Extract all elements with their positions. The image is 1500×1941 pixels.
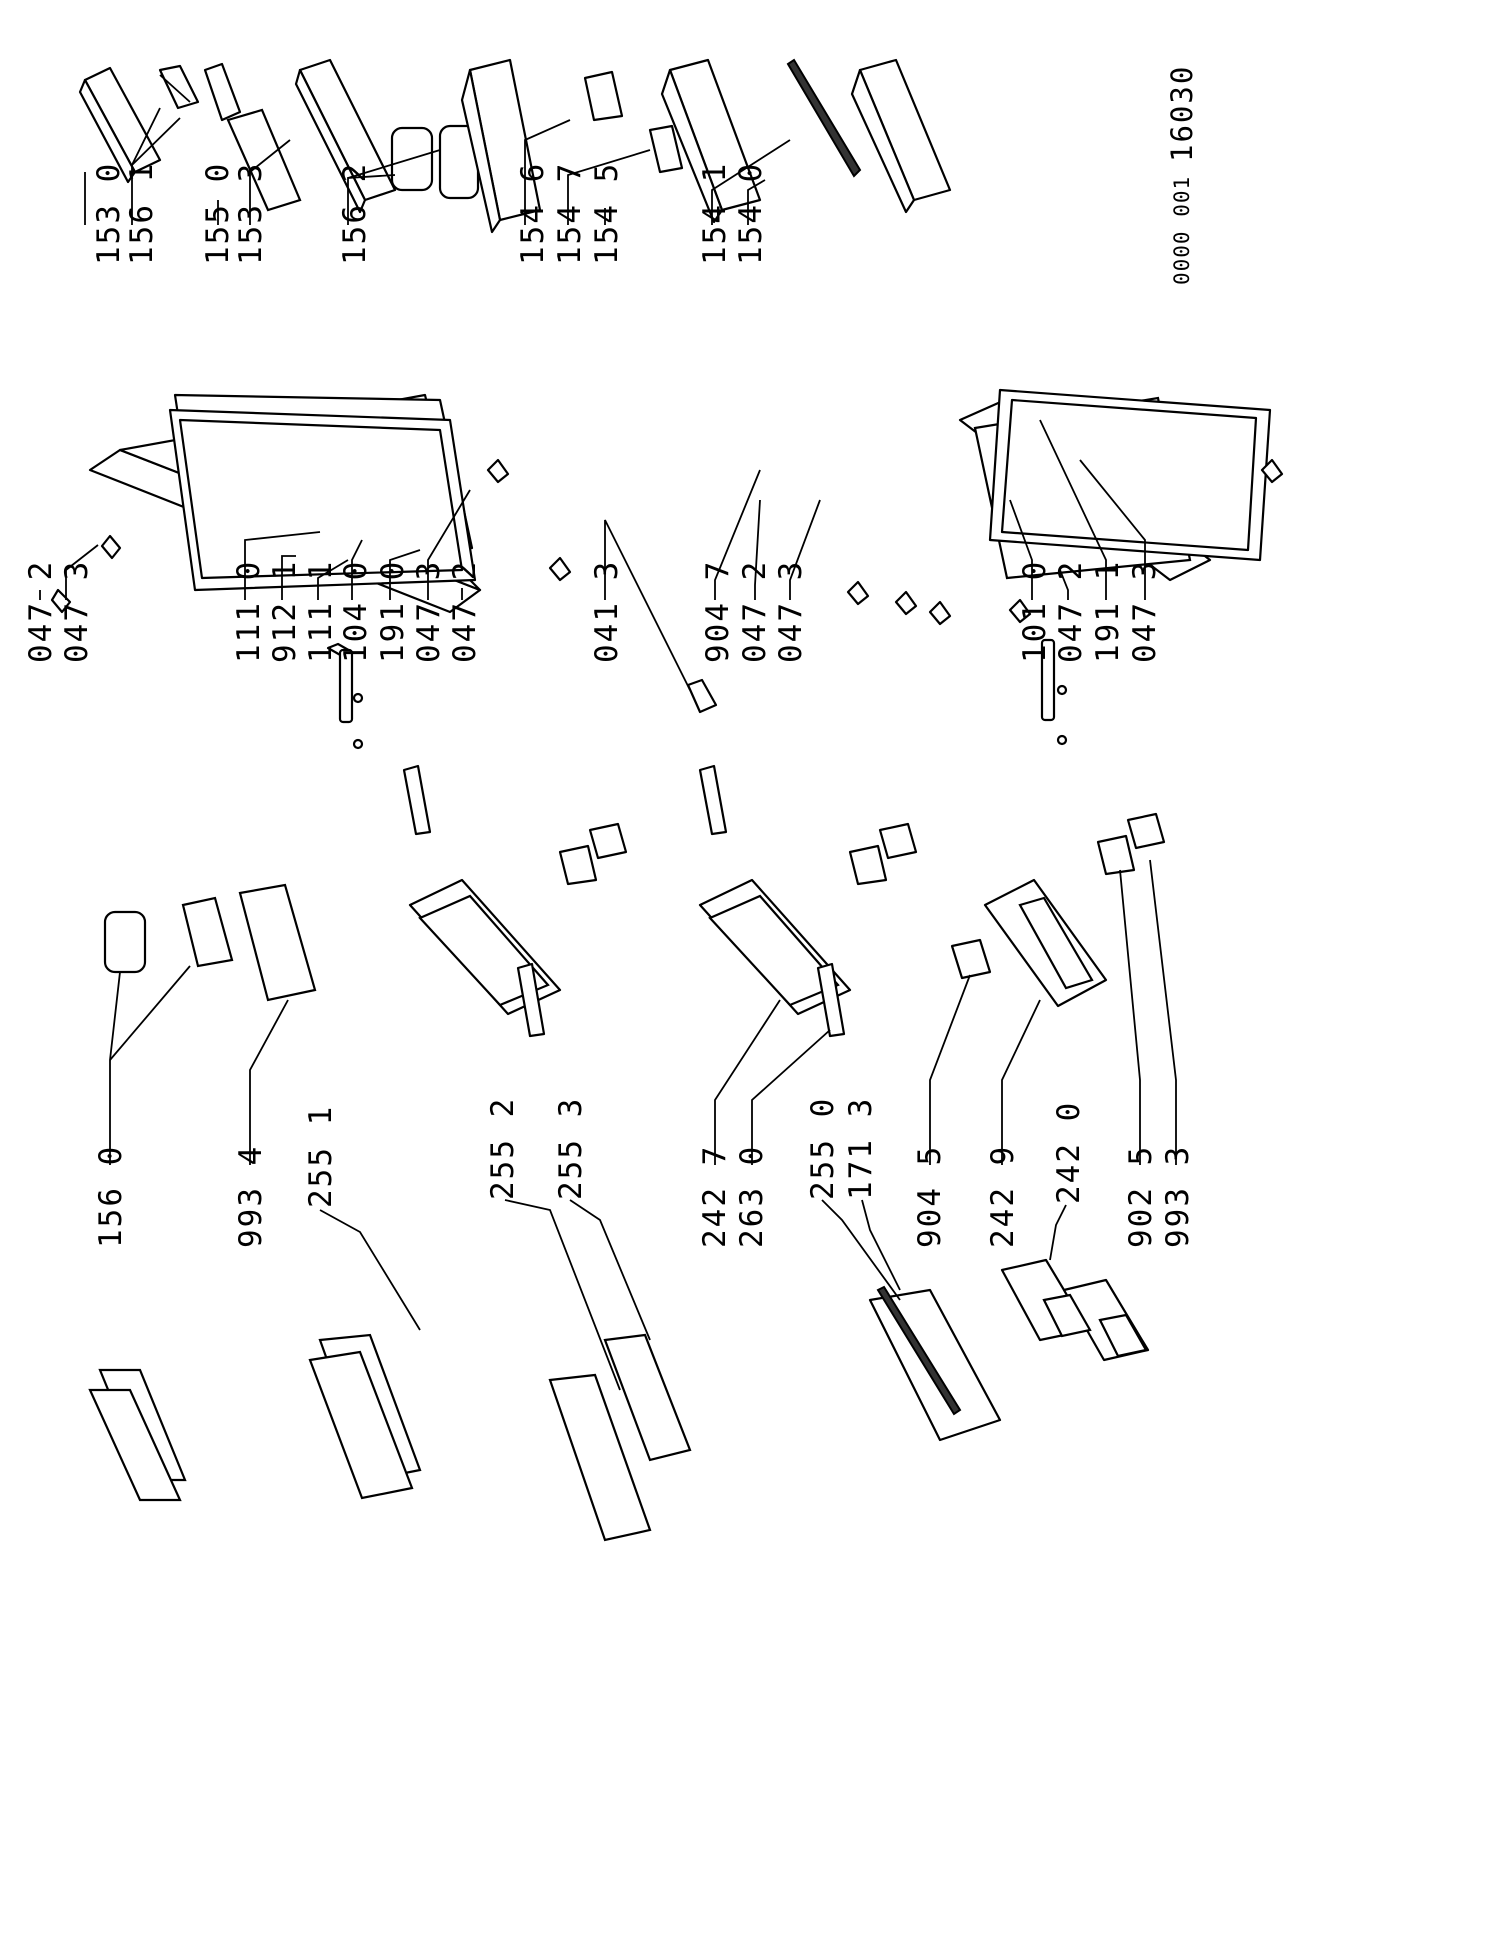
- callout-171-3: 171 3: [843, 1096, 879, 1200]
- handle-freezer: [1040, 638, 1068, 746]
- callout-242-9: 242 9: [985, 1144, 1021, 1248]
- glass-shelf-255-3: [603, 1333, 692, 1462]
- butter-box-156-2: [390, 124, 480, 200]
- small-parts-drawer: [558, 812, 1166, 980]
- callout-101-0: 101 0: [1017, 559, 1053, 663]
- hinge-047-parts-lower: [846, 458, 1284, 626]
- callout-153-0: 153 0: [91, 161, 127, 265]
- bin-lid-156-1a: [158, 64, 200, 110]
- callout-191-1: 191 1: [1090, 559, 1126, 663]
- hinge-047-parts-upper: [50, 458, 572, 614]
- callout-255-2: 255 2: [485, 1096, 521, 1200]
- callout-153-3: 153 3: [233, 161, 269, 265]
- ice-maker-993-4: [238, 883, 317, 1002]
- callout-154-1: 154 1: [697, 161, 733, 265]
- ice-tray-156-0: [103, 896, 234, 974]
- callout-047-2-c: 047 2: [737, 559, 773, 663]
- bin-lid-156-1b: [203, 62, 242, 122]
- freezer-drawer-242-9: [983, 878, 1108, 1008]
- glass-shelf-255-2: [548, 1373, 652, 1542]
- door-bin-153-3: [294, 58, 397, 214]
- callout-047-2-d: 047 2: [1053, 559, 1089, 663]
- freezer-basket-upper: [402, 764, 562, 1038]
- callout-155-0: 155 0: [200, 161, 236, 265]
- door-bin-154-x: [460, 58, 542, 234]
- callout-242-7: 242 7: [697, 1144, 733, 1248]
- callout-041-3: 041 3: [589, 559, 625, 663]
- crisper-drawers-242-0: [1000, 1258, 1150, 1362]
- freezer-gasket-191-1: [988, 388, 1272, 562]
- rail-154-1: [786, 58, 862, 178]
- callout-242-0: 242 0: [1051, 1100, 1087, 1204]
- glass-shelf-top: [88, 1368, 187, 1502]
- callout-111-0: 111 0: [231, 559, 267, 663]
- callout-912-1: 912 1: [267, 559, 303, 663]
- callout-047-3-d: 047 3: [1127, 559, 1163, 663]
- callout-156-1: 156 1: [124, 161, 160, 265]
- door-bin-154-5: [660, 58, 762, 224]
- callout-047-2-b: 047 2: [447, 559, 483, 663]
- glass-plate-255-0: [868, 1285, 1002, 1442]
- clip-154-7: [648, 124, 684, 174]
- callout-047-3-b: 047 3: [411, 559, 447, 663]
- freezer-basket-242-7: [698, 764, 852, 1038]
- door-gasket-191-0: [168, 408, 477, 592]
- callout-154-7: 154 7: [552, 161, 588, 265]
- figure-number: 16030: [1165, 64, 1199, 162]
- callout-902-5: 902 5: [1123, 1144, 1159, 1248]
- callout-154-0: 154 0: [733, 161, 769, 265]
- callout-255-3: 255 3: [553, 1096, 589, 1200]
- callout-154-6: 154 6: [515, 161, 551, 265]
- callout-993-4: 993 4: [233, 1144, 269, 1248]
- callout-154-5: 154 5: [589, 161, 625, 265]
- bottle-guard-154-6: [583, 70, 624, 122]
- hinge-041-3: [686, 678, 718, 714]
- callout-156-2: 156 2: [337, 161, 373, 265]
- callout-191-0: 191 0: [375, 559, 411, 663]
- callout-263-0: 263 0: [734, 1144, 770, 1248]
- callout-111-1: 111 1: [303, 559, 339, 663]
- callout-904-5: 904 5: [912, 1144, 948, 1248]
- callout-255-0: 255 0: [805, 1096, 841, 1200]
- callout-104-0: 104 0: [338, 559, 374, 663]
- callout-993-3: 993 3: [1160, 1144, 1196, 1248]
- callout-047-2-a: 047 2: [23, 559, 59, 663]
- callout-047-3-a: 047 3: [59, 559, 95, 663]
- leader-lines: [39, 107, 1177, 1391]
- handle-111-1: [326, 642, 364, 750]
- door-bin-154-0: [850, 58, 952, 214]
- callout-047-3-c: 047 3: [773, 559, 809, 663]
- glass-shelf-255-1: [308, 1333, 422, 1500]
- callout-904-7: 904 7: [700, 559, 736, 663]
- callout-255-1: 255 1: [303, 1104, 339, 1208]
- drawing-number: 0000 001: [1170, 175, 1194, 285]
- callout-156-0: 156 0: [93, 1144, 129, 1248]
